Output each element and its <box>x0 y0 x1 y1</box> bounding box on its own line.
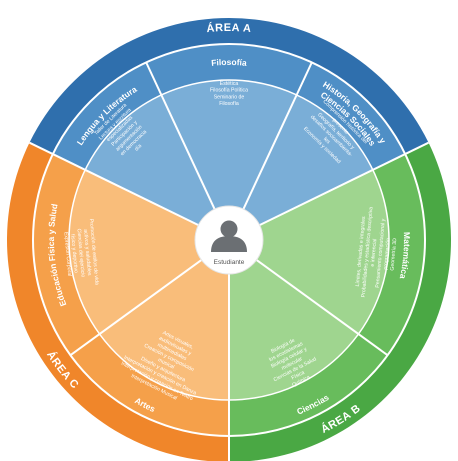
course-item: Ciencias del ejercicio <box>75 228 85 277</box>
subject-band-ciencias <box>229 334 388 436</box>
course-item: Estética <box>220 81 239 87</box>
area-b-ring <box>229 142 451 461</box>
subject-sector-filosofia[interactable] <box>161 79 297 210</box>
course-item: les <box>322 136 331 145</box>
area-a-label: ÁREA A <box>206 21 252 35</box>
subject-sector-ciencias[interactable] <box>229 259 359 400</box>
course-item: Filosofía <box>219 101 239 107</box>
subject-sector-lengua[interactable] <box>85 94 215 226</box>
area-c-ring <box>7 142 229 461</box>
subject-band-lengua <box>52 62 162 170</box>
area-boundary <box>32 43 426 437</box>
course-item: e inferencial <box>370 238 378 266</box>
sector-divider <box>255 259 389 357</box>
course-item: día <box>134 143 143 152</box>
subject-sector-historia[interactable] <box>243 94 373 226</box>
course-item: Física <box>291 370 306 382</box>
course-item: Geometría 3D <box>389 238 398 271</box>
course-item: Seminario de <box>214 94 245 100</box>
sector-divider <box>242 61 313 210</box>
subject-band-historia <box>296 62 406 170</box>
subject-sector-artes[interactable] <box>99 259 229 401</box>
course-item: Expresión Corporal <box>62 232 72 277</box>
wheel-dividers <box>29 43 429 461</box>
course-item: Promoción de estilos de vida <box>88 219 100 286</box>
person-icon <box>211 220 247 252</box>
sector-divider <box>69 259 203 357</box>
subject-boundary <box>68 79 390 401</box>
subject-title-filosofia: Filosofía <box>211 57 248 68</box>
area-a-ring <box>29 18 429 155</box>
subject-band-artes <box>70 334 229 436</box>
sector-divider <box>259 153 406 226</box>
subject-band-matematica <box>358 154 425 356</box>
course-item: físico y deportivo <box>69 234 78 273</box>
course-item: Filosofía Política <box>210 88 248 94</box>
area-divider <box>404 141 429 155</box>
sector-divider <box>52 153 199 226</box>
wheel-sectors <box>7 18 451 461</box>
course-item: programación <box>383 238 392 270</box>
subject-band-filosofia <box>146 43 312 95</box>
sector-divider <box>145 61 216 210</box>
course-item: activos y saludables <box>82 229 92 276</box>
subject-band-educacion_fisica <box>32 154 100 356</box>
center-label: Estudiante <box>214 259 245 266</box>
area-divider <box>29 141 54 155</box>
